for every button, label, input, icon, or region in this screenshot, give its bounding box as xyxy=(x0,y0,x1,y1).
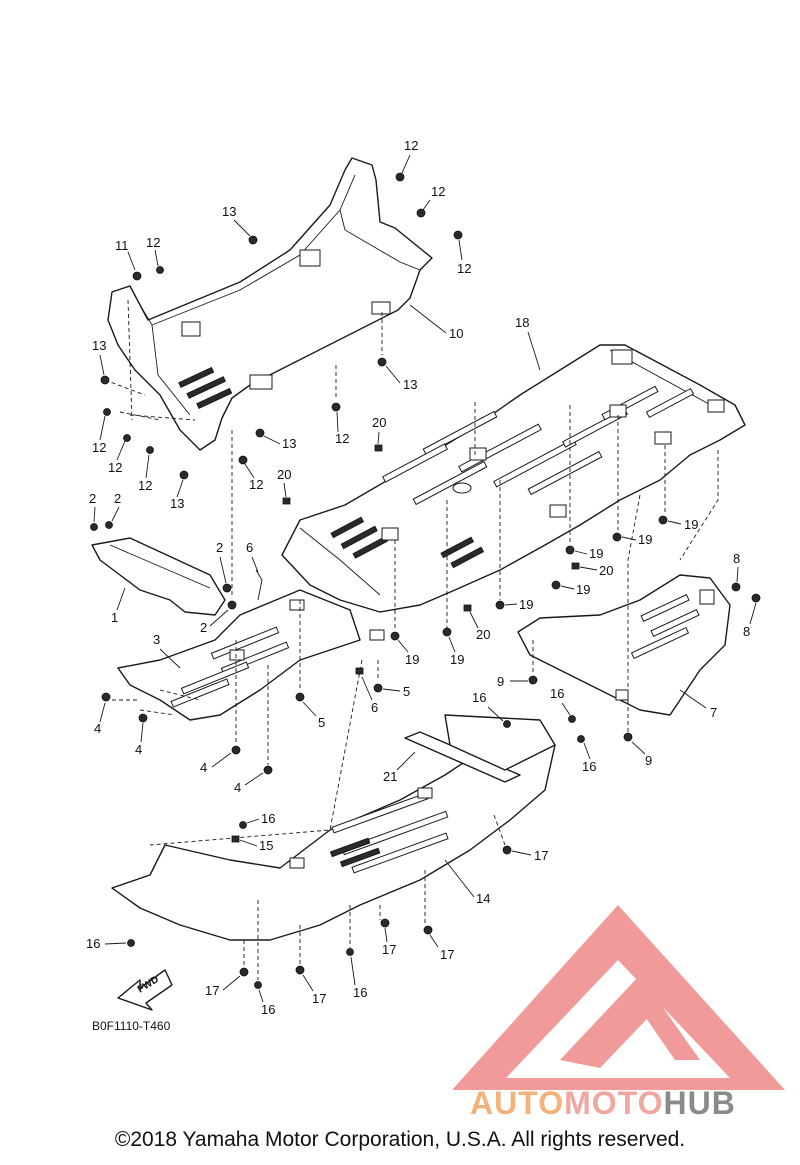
callout-13: 13 xyxy=(92,338,106,353)
callout-12: 12 xyxy=(335,431,349,446)
callout-4: 4 xyxy=(234,780,241,795)
callout-7: 7 xyxy=(710,705,717,720)
small-parts xyxy=(231,444,580,843)
callout-13: 13 xyxy=(170,496,184,511)
callout-12: 12 xyxy=(146,235,160,250)
callout-12: 12 xyxy=(404,138,418,153)
callout-4: 4 xyxy=(94,721,101,736)
callout-16: 16 xyxy=(550,686,564,701)
callout-17: 17 xyxy=(534,848,548,863)
callout-14: 14 xyxy=(476,891,490,906)
brand-auto: AUTO xyxy=(470,1085,565,1121)
callout-16: 16 xyxy=(261,811,275,826)
callout-20: 20 xyxy=(599,563,613,578)
callout-3: 3 xyxy=(153,632,160,647)
skid-plate-10 xyxy=(107,157,433,451)
callout-2: 2 xyxy=(89,491,96,506)
callout-15: 15 xyxy=(259,838,273,853)
skid-plate-7 xyxy=(517,574,731,716)
callout-5: 5 xyxy=(318,715,325,730)
callout-19: 19 xyxy=(684,517,698,532)
callout-16: 16 xyxy=(582,759,596,774)
callout-12: 12 xyxy=(457,261,471,276)
callout-10: 10 xyxy=(449,326,463,341)
callout-21: 21 xyxy=(383,769,397,784)
callout-4: 4 xyxy=(135,742,142,757)
callout-4: 4 xyxy=(200,760,207,775)
leader-lines xyxy=(104,299,719,980)
callout-2: 2 xyxy=(114,491,121,506)
callout-19: 19 xyxy=(638,532,652,547)
callout-13: 13 xyxy=(222,204,236,219)
callout-12: 12 xyxy=(249,477,263,492)
callout-12: 12 xyxy=(108,460,122,475)
callout-6: 6 xyxy=(246,540,253,555)
callout-5: 5 xyxy=(403,684,410,699)
skid-plate-18 xyxy=(281,344,746,613)
brand-hub: HUB xyxy=(663,1085,736,1121)
callout-17: 17 xyxy=(382,942,396,957)
callout-6: 6 xyxy=(371,700,378,715)
callout-19: 19 xyxy=(576,582,590,597)
callout-19: 19 xyxy=(450,652,464,667)
bolts xyxy=(90,172,761,989)
callout-12: 12 xyxy=(431,184,445,199)
callout-17: 17 xyxy=(312,991,326,1006)
callout-11: 11 xyxy=(115,238,129,253)
callout-8: 8 xyxy=(733,551,740,566)
skid-plate-14 xyxy=(111,729,556,941)
callout-13: 13 xyxy=(403,377,417,392)
callout-16: 16 xyxy=(472,690,486,705)
callout-17: 17 xyxy=(440,947,454,962)
callout-numbers: 12 12 12 13 11 12 10 13 13 12 12 12 12 1… xyxy=(86,138,757,1033)
callout-18: 18 xyxy=(515,315,529,330)
callout-16: 16 xyxy=(353,985,367,1000)
bar-21 xyxy=(404,714,556,783)
bracket-1 xyxy=(91,537,226,616)
copyright-notice: ©2018 Yamaha Motor Corporation, U.S.A. A… xyxy=(114,1128,686,1151)
callout-12: 12 xyxy=(92,440,106,455)
callout-2: 2 xyxy=(200,620,207,635)
callout-9: 9 xyxy=(645,753,652,768)
callout-20: 20 xyxy=(372,415,386,430)
callout-16: 16 xyxy=(86,936,100,951)
callout-13: 13 xyxy=(282,436,296,451)
brand-moto: MOTO xyxy=(564,1085,664,1121)
watermark-logo xyxy=(452,905,785,1090)
callout-1: 1 xyxy=(111,610,118,625)
callout-17: 17 xyxy=(205,983,219,998)
watermark-brand: AUTOMOTOHUB xyxy=(470,1085,736,1122)
callout-19: 19 xyxy=(405,652,419,667)
diagram-code: B0F1110-T460 xyxy=(92,1019,171,1033)
fwd-arrow-icon: FWD xyxy=(117,969,173,1011)
callout-8: 8 xyxy=(743,624,750,639)
callout-16: 16 xyxy=(261,1002,275,1017)
callout-20: 20 xyxy=(277,467,291,482)
callout-19: 19 xyxy=(589,546,603,561)
skid-plate-3 xyxy=(117,589,385,721)
callout-12: 12 xyxy=(138,478,152,493)
callout-2: 2 xyxy=(216,540,223,555)
callout-9: 9 xyxy=(497,674,504,689)
callout-19: 19 xyxy=(519,597,533,612)
callout-20: 20 xyxy=(476,627,490,642)
